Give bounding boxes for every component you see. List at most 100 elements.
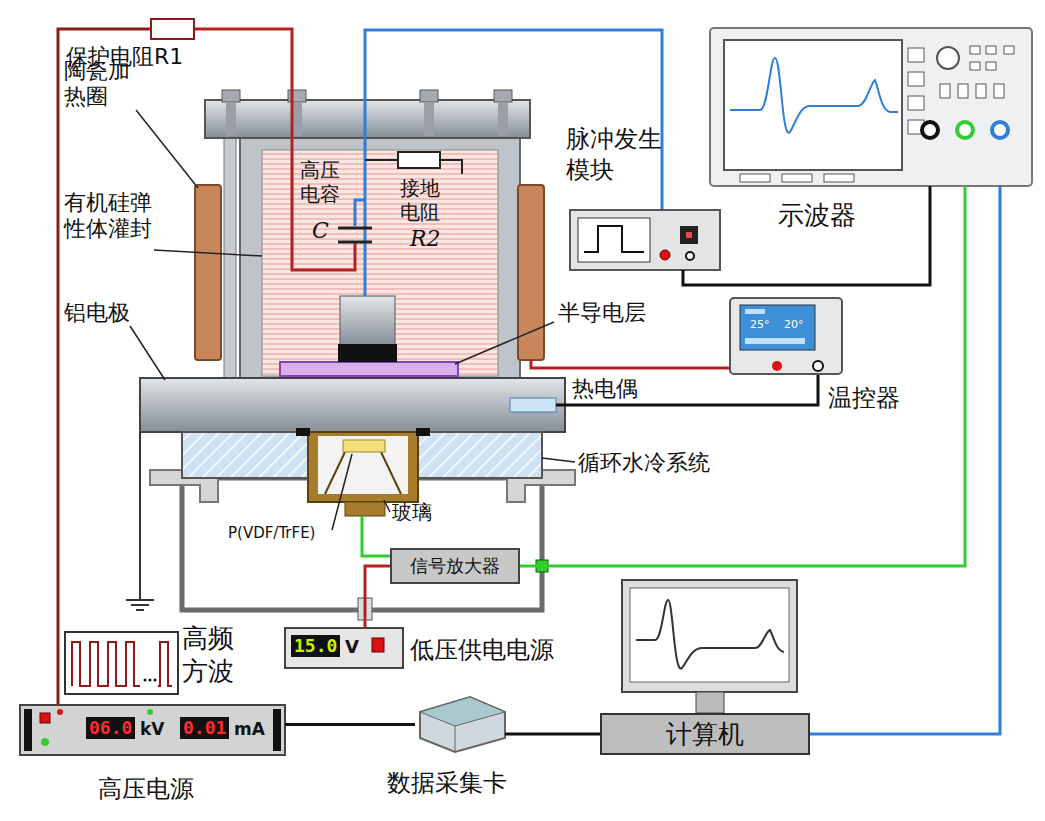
oscilloscope-part — [824, 174, 854, 182]
square-wave-box-part — [149, 679, 152, 682]
leader-line-part — [136, 110, 198, 188]
data-acquisition-card — [420, 697, 505, 752]
box-label: 计算机 — [666, 717, 744, 752]
wire-line — [58, 29, 150, 705]
oscilloscope-part — [740, 174, 770, 182]
computer-monitor-part — [636, 600, 784, 669]
leader-line-part — [130, 326, 165, 380]
oscilloscope-part — [782, 174, 812, 182]
oscilloscope-part — [940, 84, 950, 98]
thermostat-part — [730, 298, 842, 374]
power-supply-part — [40, 713, 50, 723]
part-label: 陶瓷加热圈 — [64, 58, 132, 111]
wire-part — [195, 29, 355, 270]
lower-assembly-part — [345, 502, 385, 516]
chamber-part — [420, 90, 438, 102]
leader-line-part — [332, 454, 352, 530]
part-label: 半导电层 — [558, 300, 646, 326]
low-voltage-supply: 15.0V低压供电电源 — [285, 628, 403, 668]
chamber-part — [340, 296, 395, 346]
part-label: 接地电阻 — [400, 176, 442, 224]
part-label: R2 — [410, 226, 441, 252]
device-label: 低压供电电源 — [410, 636, 554, 665]
wire-part — [556, 372, 818, 405]
thermostat-part — [745, 338, 805, 344]
oscilloscope-part — [908, 48, 924, 62]
power-supply-part — [41, 738, 49, 746]
part-label: 热电偶 — [572, 376, 638, 402]
thermostat-part — [740, 305, 815, 350]
lower-assembly — [150, 428, 575, 620]
power-supply-part — [273, 709, 281, 751]
data-acquisition-card: 数据采集卡 — [415, 697, 505, 752]
pulse-module: 脉冲发生模块 — [570, 210, 720, 270]
wire-connector — [365, 566, 390, 628]
leader-line — [130, 110, 575, 530]
part-label: 循环水冷系统 — [578, 450, 710, 476]
display-text: V — [345, 636, 359, 658]
chamber-part — [195, 185, 221, 360]
wire-part — [362, 516, 390, 556]
oscilloscope-part — [957, 122, 973, 138]
wire-part — [398, 152, 440, 168]
chamber-part — [498, 102, 508, 136]
thermostat — [730, 298, 842, 374]
oscilloscope-part — [994, 84, 1004, 98]
pulse-module-part — [578, 218, 650, 262]
display-text: 15.0 — [291, 635, 340, 657]
part-label: P(VDF/TrFE) — [228, 524, 315, 542]
oscilloscope-part — [970, 62, 980, 70]
device-label: 示波器 — [778, 200, 856, 231]
data-acquisition-card-part — [455, 726, 456, 752]
ground-symbol-part — [136, 609, 144, 611]
part-label: C — [312, 218, 329, 244]
wire-line — [285, 723, 415, 726]
square-wave-box-part — [72, 642, 172, 686]
pulse-module-part — [680, 226, 698, 244]
oscilloscope-part — [958, 84, 968, 98]
chamber-part — [224, 138, 236, 378]
lower-assembly-part — [416, 428, 430, 436]
chamber-part — [280, 362, 458, 376]
ground-symbol-part — [131, 604, 149, 606]
lower-assembly-part — [343, 440, 385, 452]
leader-line-part — [384, 500, 390, 512]
oscilloscope — [710, 28, 1032, 186]
part-label: 铝电极 — [64, 300, 130, 326]
power-supply-part — [24, 709, 32, 751]
wire-part — [338, 227, 372, 230]
thermostat: 温控器 — [730, 298, 842, 374]
chamber-part — [262, 150, 498, 376]
display-text: 0.01 — [180, 717, 229, 739]
power-supply-part — [20, 705, 285, 755]
chamber-part — [510, 398, 556, 412]
oscilloscope-part — [976, 84, 986, 98]
chamber-part — [518, 185, 544, 360]
wire-line — [810, 186, 1000, 734]
computer-monitor-part — [630, 588, 789, 682]
oscilloscope-part — [730, 58, 898, 133]
oscilloscope-part — [1004, 46, 1014, 54]
device-label: 高频方波 — [182, 622, 237, 687]
high-voltage-supply: 06.0kV0.01mA高压电源 — [20, 705, 285, 755]
ground-symbol-part — [139, 432, 141, 600]
wire-part — [355, 200, 365, 226]
resistor-box: 保护电阻R1 — [150, 18, 195, 40]
amplifier-box: 信号放大器 — [390, 548, 520, 584]
lower-assembly-part — [381, 452, 401, 494]
device-label: 高压电源 — [98, 775, 194, 804]
oscilloscope-part — [937, 47, 959, 69]
oscilloscope-part — [908, 96, 924, 110]
wire-connector — [285, 724, 415, 725]
chamber-part — [222, 90, 240, 102]
chamber — [140, 90, 565, 432]
lower-assembly-part — [325, 452, 345, 494]
pulse-module-part — [584, 226, 644, 252]
leader-line-part — [542, 458, 575, 462]
device-label: 温控器 — [828, 384, 900, 413]
square-wave-box-part — [65, 632, 178, 694]
leader-line-part — [154, 250, 262, 256]
oscilloscope-part — [922, 122, 938, 138]
square-wave-box: 高频方波 — [65, 632, 178, 694]
